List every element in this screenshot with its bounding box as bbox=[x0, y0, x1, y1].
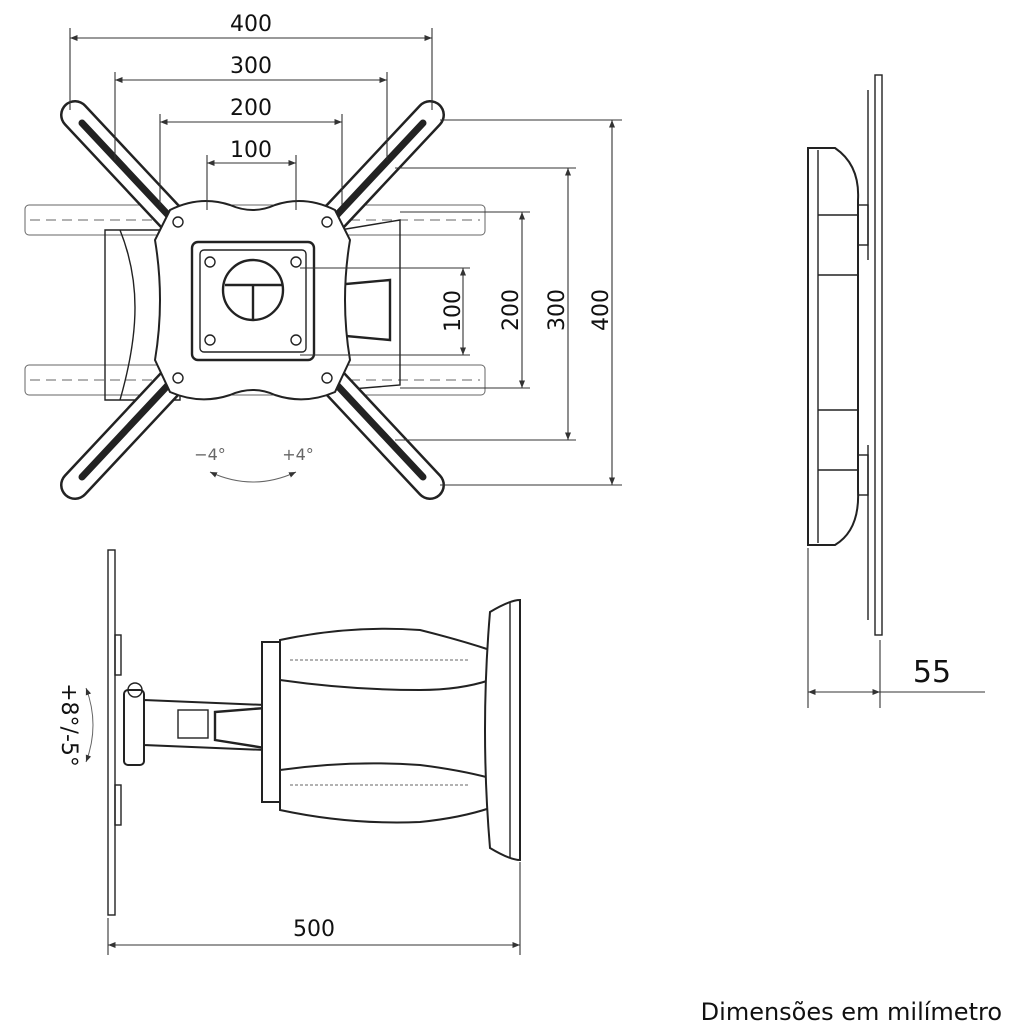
horizontal-dimensions: 400 300 200 100 bbox=[69, 12, 433, 210]
vesa-arms bbox=[60, 100, 445, 500]
top-view: +8°/-5° 500 bbox=[56, 549, 521, 955]
dim-300-v: 300 bbox=[545, 289, 570, 331]
dim-300-h: 300 bbox=[230, 54, 272, 79]
tilt-right-label: +4° bbox=[282, 445, 314, 464]
dim-200-h: 200 bbox=[230, 96, 272, 121]
tilt-range-arrow-icon bbox=[85, 687, 94, 763]
tilt-arrow-icon bbox=[209, 471, 297, 483]
depth-dimension: 55 bbox=[807, 548, 985, 708]
center-plate bbox=[153, 200, 352, 401]
dim-400-h: 400 bbox=[230, 12, 272, 37]
units-caption: Dimensões em milímetro bbox=[700, 998, 1002, 1026]
dim-100-h: 100 bbox=[230, 138, 272, 163]
vertical-dimensions: 100 200 300 400 bbox=[300, 119, 622, 486]
tilt-range-label: +8°/-5° bbox=[56, 683, 81, 767]
tilt-left-label: −4° bbox=[194, 445, 226, 464]
side-view: 55 bbox=[807, 74, 985, 708]
dim-400-v: 400 bbox=[589, 289, 614, 331]
dim-100-v: 100 bbox=[441, 290, 466, 332]
dim-200-v: 200 bbox=[499, 289, 524, 331]
extension-dimension: 500 bbox=[107, 862, 521, 955]
dim-500: 500 bbox=[293, 917, 335, 942]
front-view: 400 300 200 100 100 200 300 400 bbox=[24, 12, 622, 500]
dim-55: 55 bbox=[913, 655, 951, 690]
